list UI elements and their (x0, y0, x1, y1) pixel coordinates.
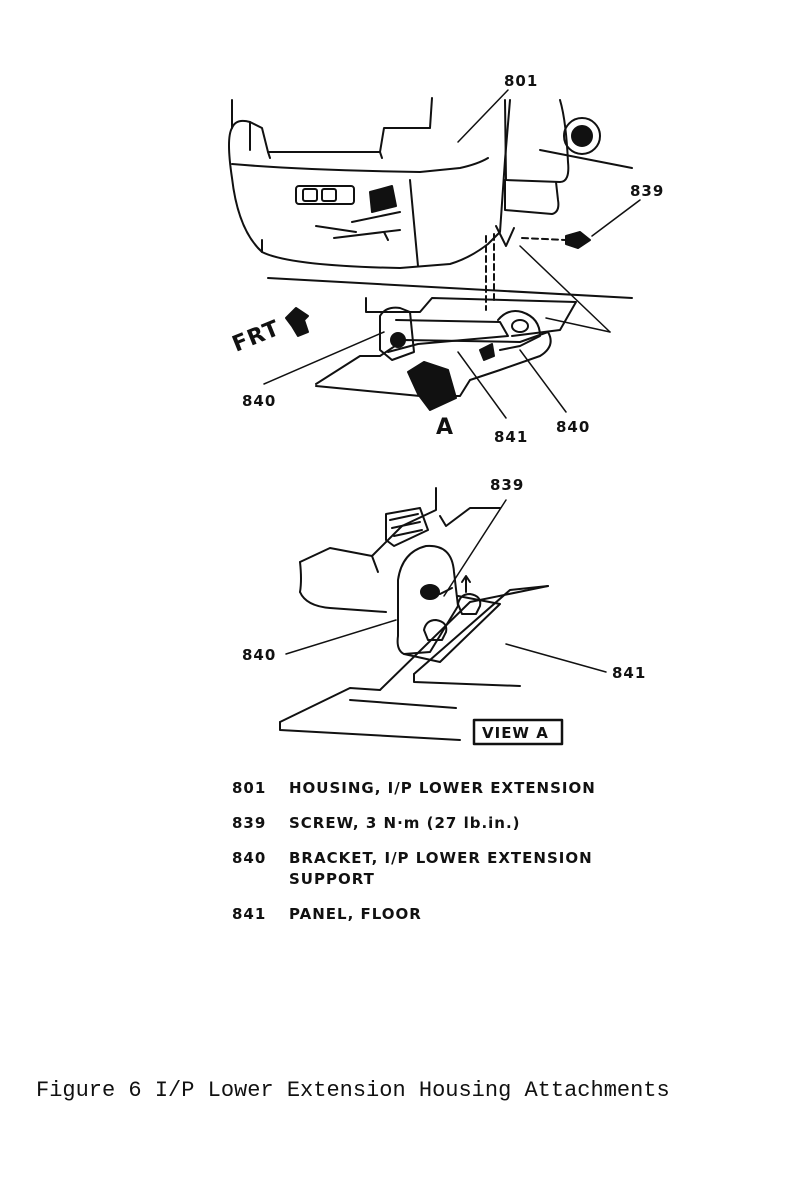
legend-number: 801 (232, 779, 267, 797)
legend-description: SCREW, 3 N·m (27 lb.in.) (289, 814, 521, 832)
front-arrow-icon (285, 307, 309, 337)
legend-number: 839 (232, 814, 267, 832)
legend-description: PANEL, FLOOR (289, 905, 422, 923)
view-a-box-label: VIEW A (482, 724, 549, 742)
callout-840-right: 840 (556, 418, 590, 436)
legend-item: 839 SCREW, 3 N·m (27 lb.in.) (232, 813, 652, 834)
callout-841-view: 841 (612, 664, 646, 682)
figure-caption: Figure 6 I/P Lower Extension Housing Att… (36, 1078, 670, 1103)
parts-legend: 801 HOUSING, I/P LOWER EXTENSION 839 SCR… (232, 778, 652, 939)
legend-number: 840 (232, 849, 267, 867)
callout-839-view: 839 (490, 476, 524, 494)
front-label: FRT (229, 316, 284, 358)
screw-839-top (521, 231, 591, 249)
callout-841-top: 841 (494, 428, 528, 446)
callout-801: 801 (504, 72, 538, 90)
view-a-box (472, 718, 564, 746)
legend-item: 840 BRACKET, I/P LOWER EXTENSION SUPPORT (232, 848, 652, 890)
callout-840-left: 840 (242, 392, 276, 410)
legend-description: HOUSING, I/P LOWER EXTENSION (289, 779, 596, 797)
exploded-view-drawing: 801 839 840 840 841 A FRT 839 840 841 VI… (228, 72, 664, 746)
ip-lower-extension-housing (228, 97, 633, 299)
legend-description: BRACKET, I/P LOWER EXTENSION SUPPORT (289, 849, 593, 888)
legend-number: 841 (232, 905, 267, 923)
legend-item: 801 HOUSING, I/P LOWER EXTENSION (232, 778, 652, 799)
leader-lines-view-a (285, 499, 607, 673)
callout-840-view: 840 (242, 646, 276, 664)
view-a-detail (279, 487, 549, 741)
legend-item: 841 PANEL, FLOOR (232, 904, 652, 925)
leader-lines-top (263, 89, 641, 419)
bracket-floor-panel-assembly (315, 225, 577, 411)
callout-839-top: 839 (630, 182, 664, 200)
view-a-letter: A (436, 415, 454, 440)
